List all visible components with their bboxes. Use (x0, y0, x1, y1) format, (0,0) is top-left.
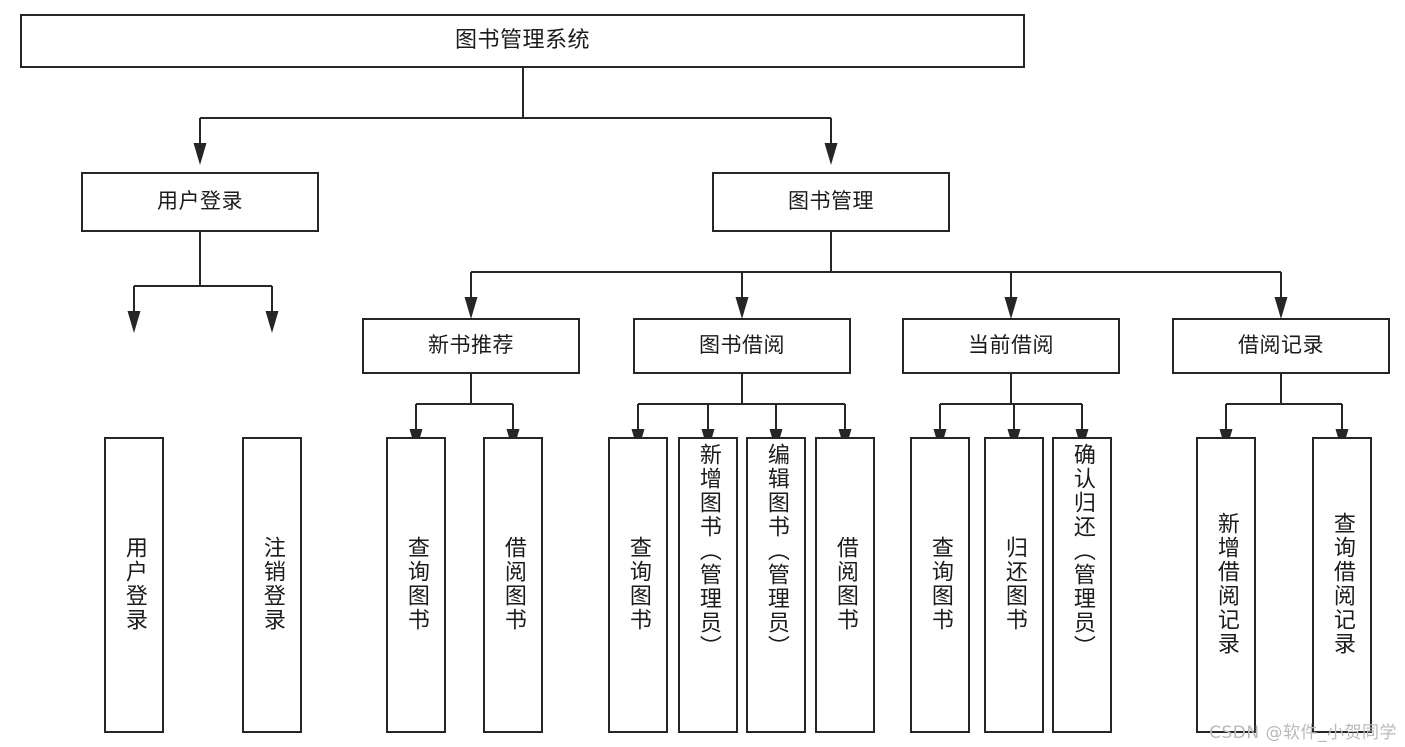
node-label: 用户登录 (157, 189, 243, 214)
node-label: 借阅图书 (500, 536, 526, 632)
node-label: 注销登录 (259, 536, 285, 632)
node-borrowing-record[interactable]: 借阅记录 (1172, 318, 1390, 374)
node-current-borrowing[interactable]: 当前借阅 (902, 318, 1120, 374)
node-label: 查询图书 (403, 536, 429, 632)
node-label: 新增借阅记录 (1213, 512, 1239, 656)
node-label: 新书推荐 (428, 333, 514, 358)
node-label: 查询借阅记录 (1329, 512, 1355, 656)
leaf-confirm-return-admin[interactable]: 确认归还（管理员） (1052, 437, 1112, 733)
leaf-add-book-admin[interactable]: 新增图书（管理员） (678, 437, 738, 733)
leaf-add-borrow-record[interactable]: 新增借阅记录 (1196, 437, 1256, 733)
watermark-text: CSDN @软件_小贺同学 (1209, 723, 1397, 743)
node-label: 用户登录 (121, 536, 147, 632)
node-label: 当前借阅 (968, 333, 1054, 358)
node-label: 图书借阅 (699, 333, 785, 358)
leaf-edit-book-admin[interactable]: 编辑图书（管理员） (746, 437, 806, 733)
leaf-query-book-borrowing[interactable]: 查询图书 (608, 437, 668, 733)
node-label: 借阅图书 (832, 536, 858, 632)
node-book-management[interactable]: 图书管理 (712, 172, 950, 232)
node-user-login[interactable]: 用户登录 (81, 172, 319, 232)
node-label: 查询图书 (625, 536, 651, 632)
leaf-query-borrow-record[interactable]: 查询借阅记录 (1312, 437, 1372, 733)
node-root-book-management-system[interactable]: 图书管理系统 (20, 14, 1025, 68)
node-label: 图书管理系统 (454, 27, 590, 53)
leaf-borrow-book-recommendation[interactable]: 借阅图书 (483, 437, 543, 733)
node-new-book-recommendation[interactable]: 新书推荐 (362, 318, 580, 374)
node-label: 图书管理 (788, 189, 874, 214)
node-label: 确认归还（管理员） (1069, 443, 1095, 659)
leaf-query-book-current[interactable]: 查询图书 (910, 437, 970, 733)
leaf-query-book-recommendation[interactable]: 查询图书 (386, 437, 446, 733)
node-label: 编辑图书（管理员） (763, 443, 789, 659)
node-label: 新增图书（管理员） (695, 443, 721, 659)
node-label: 查询图书 (927, 536, 953, 632)
leaf-return-book[interactable]: 归还图书 (984, 437, 1044, 733)
node-label: 借阅记录 (1238, 333, 1324, 358)
leaf-user-login[interactable]: 用户登录 (104, 437, 164, 733)
node-book-borrowing[interactable]: 图书借阅 (633, 318, 851, 374)
leaf-logout[interactable]: 注销登录 (242, 437, 302, 733)
node-label: 归还图书 (1001, 536, 1027, 632)
leaf-borrow-book-borrowing[interactable]: 借阅图书 (815, 437, 875, 733)
